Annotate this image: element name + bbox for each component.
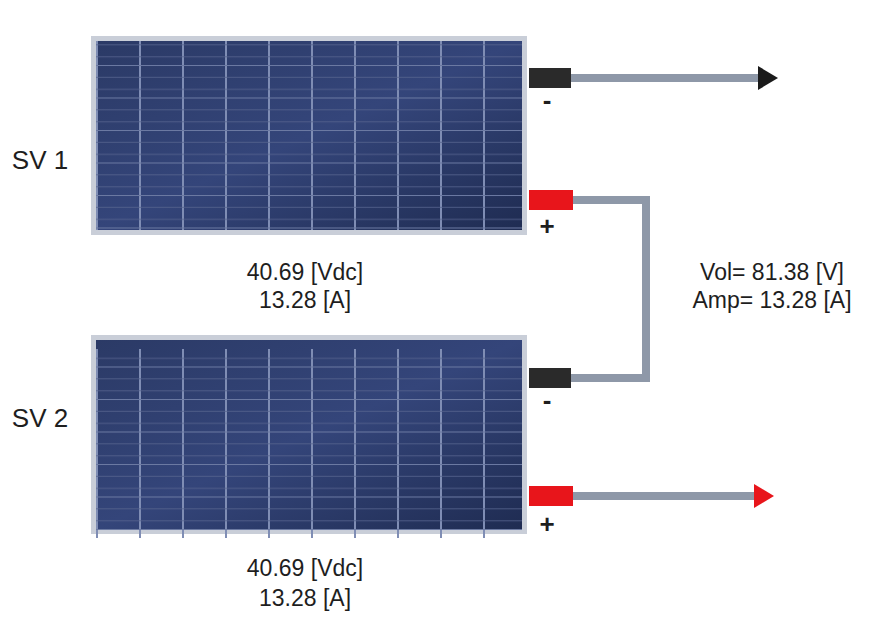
wire — [568, 78, 760, 496]
solar-panel — [91, 335, 527, 538]
arrow-head — [754, 484, 774, 508]
voltage-value: 40.69 [Vdc] — [247, 557, 363, 580]
current-value: 13.28 [A] — [259, 587, 351, 610]
polarity-sign: + — [539, 213, 554, 239]
arrow-head — [758, 66, 778, 90]
solar-panel — [91, 36, 527, 235]
current-value: 13.28 [A] — [259, 289, 351, 312]
polarity-sign: - — [543, 387, 552, 413]
current-total: Amp= 13.28 [A] — [692, 289, 851, 312]
panel-name: SV 1 — [12, 147, 68, 173]
voltage-value: 40.69 [Vdc] — [247, 261, 363, 284]
positive-terminal — [529, 190, 573, 210]
polarity-sign: - — [543, 87, 552, 113]
panel-name: SV 2 — [12, 405, 68, 431]
negative-terminal — [529, 368, 571, 388]
positive-terminal — [529, 486, 573, 506]
voltage-total: Vol= 81.38 [V] — [700, 261, 844, 284]
negative-terminal — [529, 68, 571, 88]
polarity-sign: + — [539, 511, 554, 537]
